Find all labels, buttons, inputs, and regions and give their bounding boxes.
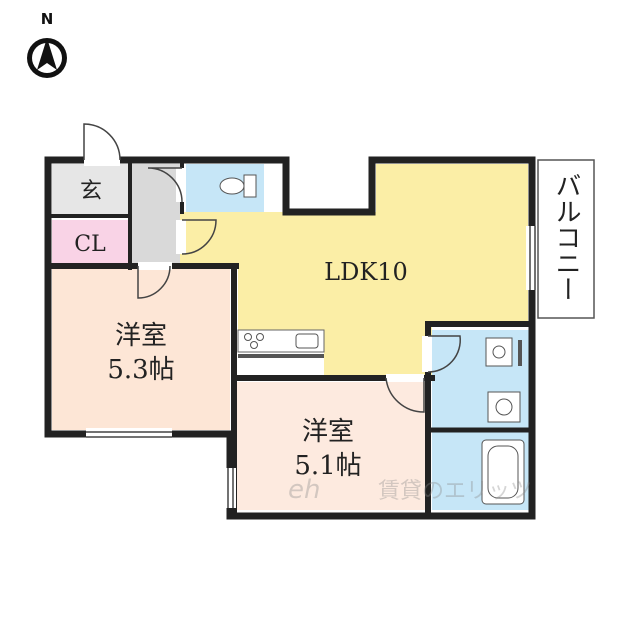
balcony-label: バルコニー [551,172,581,302]
ldk-label: LDK10 [324,258,408,286]
stove-icon [244,333,264,349]
kitchen-counter [237,329,325,358]
corridor-area [132,164,180,268]
north-arrow-icon [27,38,67,78]
washbasin-icon [485,337,522,367]
watermark-text: 賃貸のエリッツ [378,479,532,504]
western-room-2-size: 5.1帖 [294,451,361,481]
room-fills [52,164,530,510]
openings [83,123,538,508]
watermark: eh 賃貸のエリッツ [288,475,532,505]
compass-north-label: N [41,10,54,28]
closet-label: CL [74,232,106,257]
washing-machine-icon [487,391,521,423]
sink-icon [295,333,319,349]
genkan-label: 玄 [80,179,102,204]
genkan-area [52,164,128,214]
western-room-1-name: 洋室 [115,321,167,351]
western-room-1-area [52,268,230,430]
western-room-2-name: 洋室 [302,417,354,447]
western-room-1-size: 5.3帖 [107,355,174,385]
watermark-logo: eh [288,475,320,505]
western-room-2-area [236,382,430,510]
closet-area [52,220,128,264]
compass: N [27,10,67,78]
bathtub-icon [481,439,525,505]
ldk-area [180,164,528,376]
balcony-area [537,159,595,319]
toilet-icon [219,174,257,198]
